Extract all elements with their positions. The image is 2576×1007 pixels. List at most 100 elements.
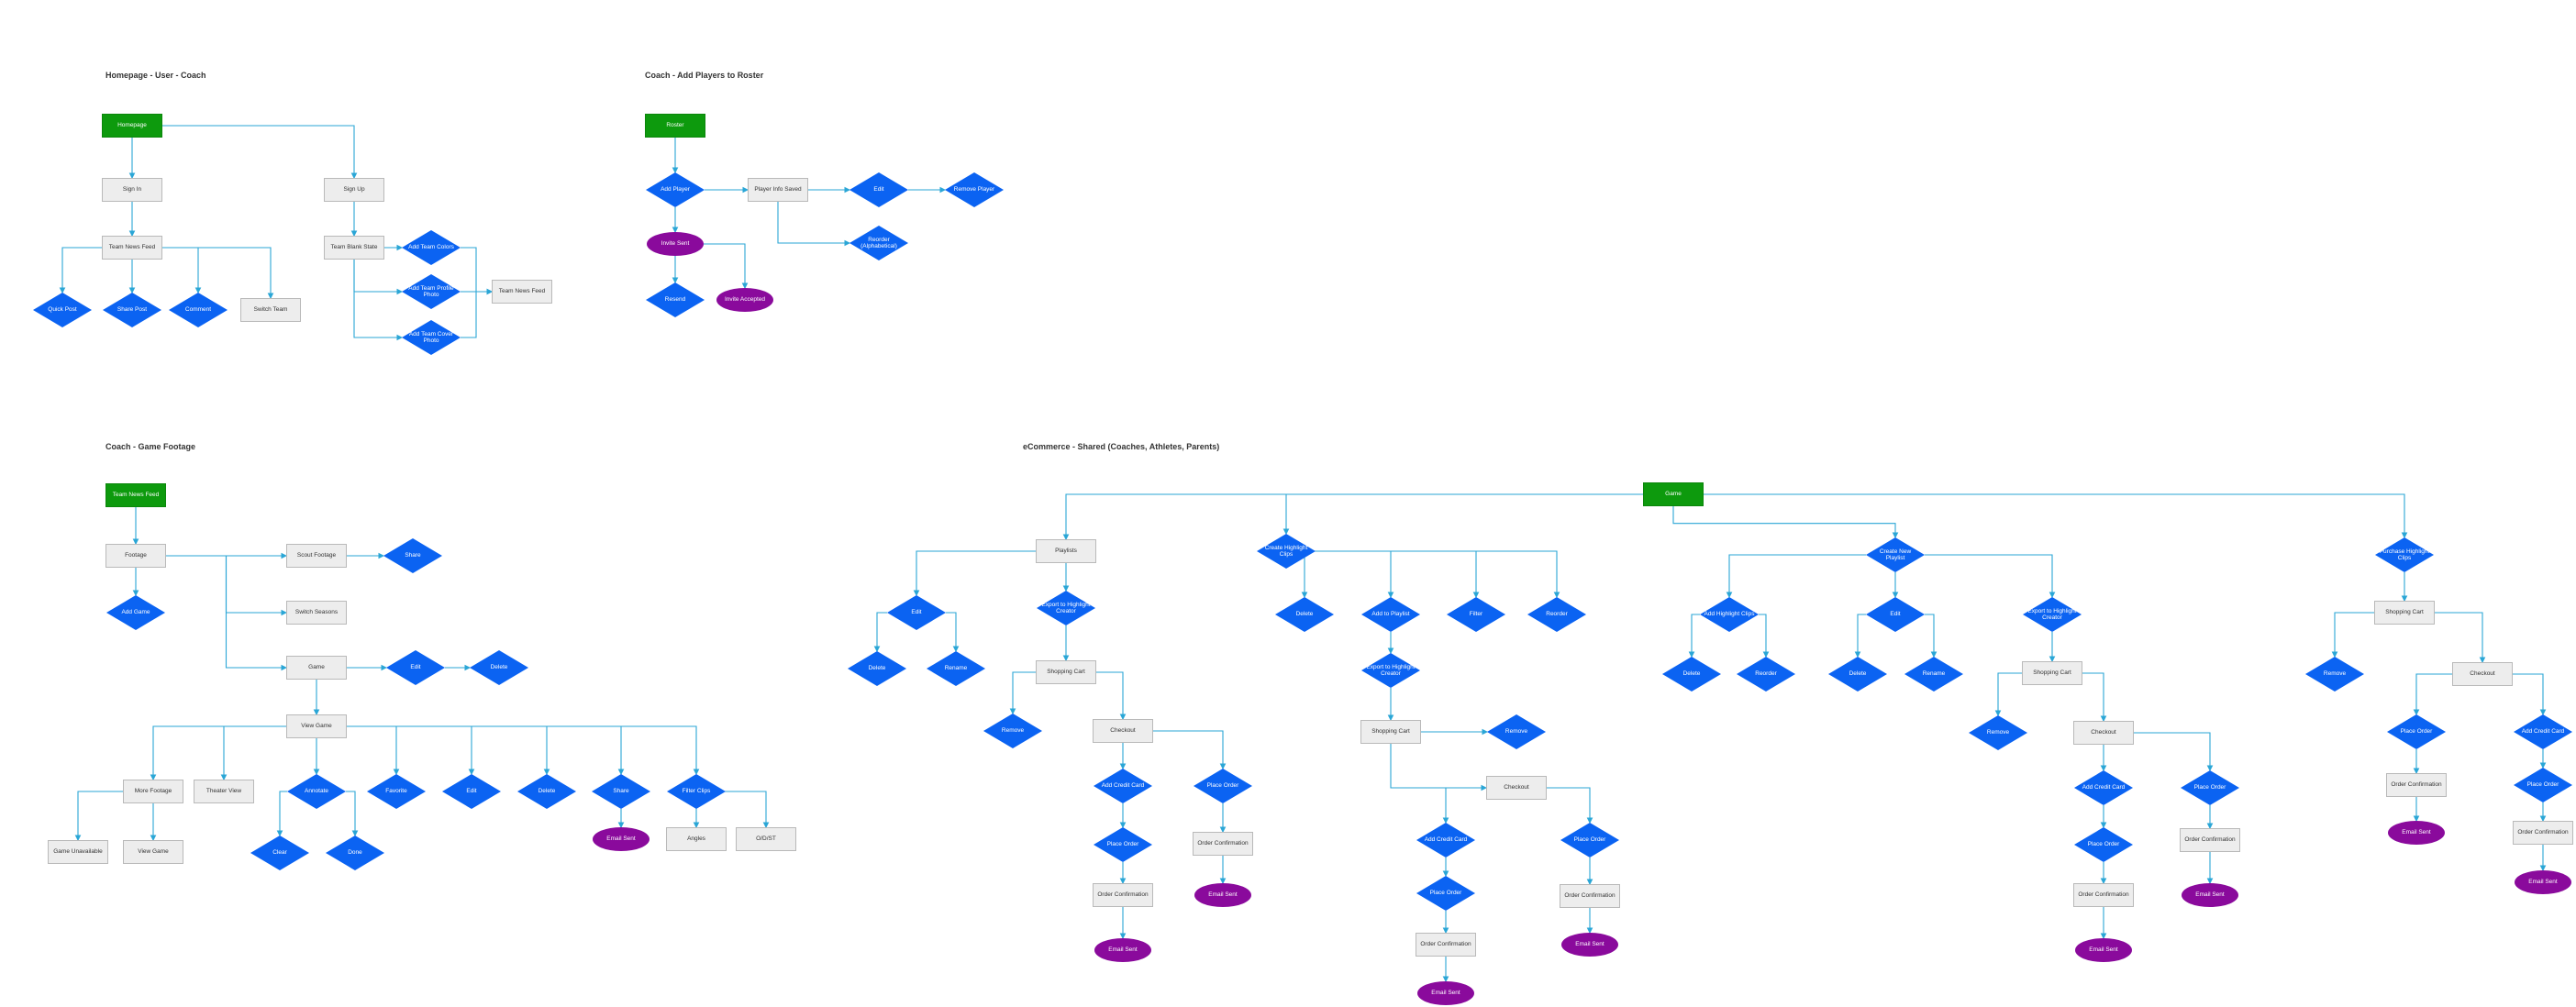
decision-diamond-e-reorder3[interactable]: Reorder [1737,657,1795,692]
decision-diamond-e-addcc4[interactable]: Add Credit Card [2514,714,2572,749]
process-box-f-footage[interactable]: Footage [105,544,166,568]
terminal-ellipse-e-mailA1[interactable]: Email Sent [1094,938,1151,962]
decision-diamond-f-filter[interactable]: Filter Clips [667,774,726,809]
start-box-h-home[interactable]: Homepage [102,114,162,138]
decision-diamond-e-purchase[interactable]: Purchase Highlight Clips [2375,537,2434,572]
decision-diamond-e-addcc3[interactable]: Add Credit Card [2074,770,2133,805]
decision-diamond-e-placeB4[interactable]: Place Order [2514,768,2572,802]
decision-diamond-e-placeA2[interactable]: Place Order [1416,876,1475,911]
process-box-h-tnf[interactable]: Team News Feed [102,236,162,260]
process-box-r-info[interactable]: Player Info Saved [748,178,808,202]
process-box-f-odset[interactable]: O/D/ST [736,827,796,851]
start-box-f-tnf[interactable]: Team News Feed [105,483,166,507]
decision-diamond-r-add[interactable]: Add Player [646,172,705,207]
process-box-f-seasons[interactable]: Switch Seasons [286,601,347,625]
process-box-e-confA3[interactable]: Order Confirmation [2073,883,2134,907]
process-box-e-checkout4[interactable]: Checkout [2452,662,2513,686]
decision-diamond-e-addhc[interactable]: Add Highlight Clips [1700,597,1759,632]
process-box-f-scout[interactable]: Scout Footage [286,544,347,568]
decision-diamond-e-remove4[interactable]: Remove [2305,657,2364,692]
process-box-f-game[interactable]: Game [286,656,347,680]
decision-diamond-f-edit[interactable]: Edit [386,650,445,685]
decision-diamond-f-delete2[interactable]: Delete [517,774,576,809]
decision-diamond-f-clear[interactable]: Clear [250,835,309,870]
process-box-h-switch[interactable]: Switch Team [240,298,301,322]
process-box-e-confA2[interactable]: Order Confirmation [1416,933,1476,957]
decision-diamond-r-reorder[interactable]: Reorder (Alphabetical) [849,226,908,260]
process-box-f-more[interactable]: More Footage [123,780,183,803]
terminal-ellipse-r-invite[interactable]: Invite Sent [647,232,704,256]
process-box-e-playlists[interactable]: Playlists [1036,539,1096,563]
process-box-e-cart3[interactable]: Shopping Cart [2022,661,2082,685]
process-box-e-confB2[interactable]: Order Confirmation [1560,884,1620,908]
decision-diamond-e-addcc1[interactable]: Add Credit Card [1094,769,1152,803]
process-box-e-confB4[interactable]: Order Confirmation [2513,821,2573,845]
decision-diamond-e-edit1[interactable]: Edit [887,595,946,630]
decision-diamond-e-export3[interactable]: Export to Highlight Creator [2023,597,2082,632]
terminal-ellipse-e-mailB3[interactable]: Email Sent [2182,883,2238,907]
process-box-h-signup[interactable]: Sign Up [324,178,384,202]
decision-diamond-r-remove[interactable]: Remove Player [945,172,1004,207]
process-box-h-tbs[interactable]: Team Blank State [324,236,384,260]
process-box-e-cart4[interactable]: Shopping Cart [2374,601,2435,625]
decision-diamond-e-remove3[interactable]: Remove [1969,715,2027,750]
decision-diamond-e-remove1[interactable]: Remove [983,714,1042,748]
decision-diamond-e-clips[interactable]: Create Highlight Clips [1257,534,1316,569]
process-box-h-tnf2[interactable]: Team News Feed [492,280,552,304]
terminal-ellipse-r-accepted[interactable]: Invite Accepted [716,288,773,312]
decision-diamond-e-placeB2[interactable]: Place Order [1560,823,1619,858]
decision-diamond-h-cover[interactable]: Add Team Cover Photo [402,320,461,355]
decision-diamond-e-placeA1[interactable]: Place Order [1094,827,1152,862]
process-box-e-cart2[interactable]: Shopping Cart [1360,720,1421,744]
decision-diamond-e-newpl[interactable]: Create New Playlist [1866,537,1925,572]
decision-diamond-e-placeA4[interactable]: Place Order [2387,714,2446,749]
decision-diamond-e-delete1[interactable]: Delete [848,651,906,686]
decision-diamond-e-delete3[interactable]: Delete [1662,657,1721,692]
terminal-ellipse-f-email[interactable]: Email Sent [593,827,650,851]
process-box-f-theater[interactable]: Theater View [194,780,254,803]
decision-diamond-h-share[interactable]: Share Post [103,293,161,327]
decision-diamond-e-addpl[interactable]: Add to Playlist [1361,597,1420,632]
process-box-e-confB1[interactable]: Order Confirmation [1193,832,1253,856]
decision-diamond-e-export2[interactable]: Export to Highlight Creator [1361,653,1420,688]
decision-diamond-e-edit3[interactable]: Edit [1866,597,1925,632]
terminal-ellipse-e-mailA4[interactable]: Email Sent [2388,821,2445,845]
decision-diamond-h-comment[interactable]: Comment [169,293,228,327]
decision-diamond-e-placeB1[interactable]: Place Order [1194,769,1252,803]
decision-diamond-e-rename1[interactable]: Rename [927,651,985,686]
terminal-ellipse-e-mailB2[interactable]: Email Sent [1561,933,1618,957]
start-box-r-roster[interactable]: Roster [645,114,705,138]
decision-diamond-f-favorite[interactable]: Favorite [367,774,426,809]
process-box-f-view[interactable]: View Game [286,714,347,738]
decision-diamond-r-resend[interactable]: Resend [646,282,705,317]
decision-diamond-e-reorder2[interactable]: Reorder [1527,597,1586,632]
decision-diamond-e-remove2[interactable]: Remove [1487,714,1546,749]
process-box-f-angles[interactable]: Angles [666,827,727,851]
process-box-e-checkout1[interactable]: Checkout [1093,719,1153,743]
start-box-e-game[interactable]: Game [1643,482,1704,506]
terminal-ellipse-e-mailA2[interactable]: Email Sent [1417,981,1474,1005]
decision-diamond-r-edit[interactable]: Edit [849,172,908,207]
process-box-e-checkout2[interactable]: Checkout [1486,776,1547,800]
process-box-e-confA1[interactable]: Order Confirmation [1093,883,1153,907]
process-box-e-checkout3[interactable]: Checkout [2073,721,2134,745]
process-box-e-confA4[interactable]: Order Confirmation [2386,773,2447,797]
decision-diamond-f-addgame[interactable]: Add Game [106,595,165,630]
decision-diamond-h-colors[interactable]: Add Team Colors [402,230,461,265]
process-box-e-confB3[interactable]: Order Confirmation [2180,828,2240,852]
decision-diamond-e-delete4[interactable]: Delete [1828,657,1887,692]
process-box-h-signin[interactable]: Sign In [102,178,162,202]
process-box-e-cart1[interactable]: Shopping Cart [1036,660,1096,684]
process-box-f-unavail[interactable]: Game Unavailable [48,840,108,864]
decision-diamond-e-delete2[interactable]: Delete [1275,597,1334,632]
terminal-ellipse-e-mailB1[interactable]: Email Sent [1194,883,1251,907]
terminal-ellipse-e-mailA3[interactable]: Email Sent [2075,938,2132,962]
decision-diamond-h-quick[interactable]: Quick Post [33,293,92,327]
decision-diamond-f-done[interactable]: Done [326,835,384,870]
decision-diamond-h-photo[interactable]: Add Team Profile Photo [402,274,461,309]
decision-diamond-f-share2[interactable]: Share [592,774,650,809]
decision-diamond-e-addcc2[interactable]: Add Credit Card [1416,823,1475,858]
decision-diamond-f-share[interactable]: Share [383,538,442,573]
decision-diamond-e-placeB3[interactable]: Place Order [2181,770,2239,805]
decision-diamond-e-rename3[interactable]: Rename [1904,657,1963,692]
